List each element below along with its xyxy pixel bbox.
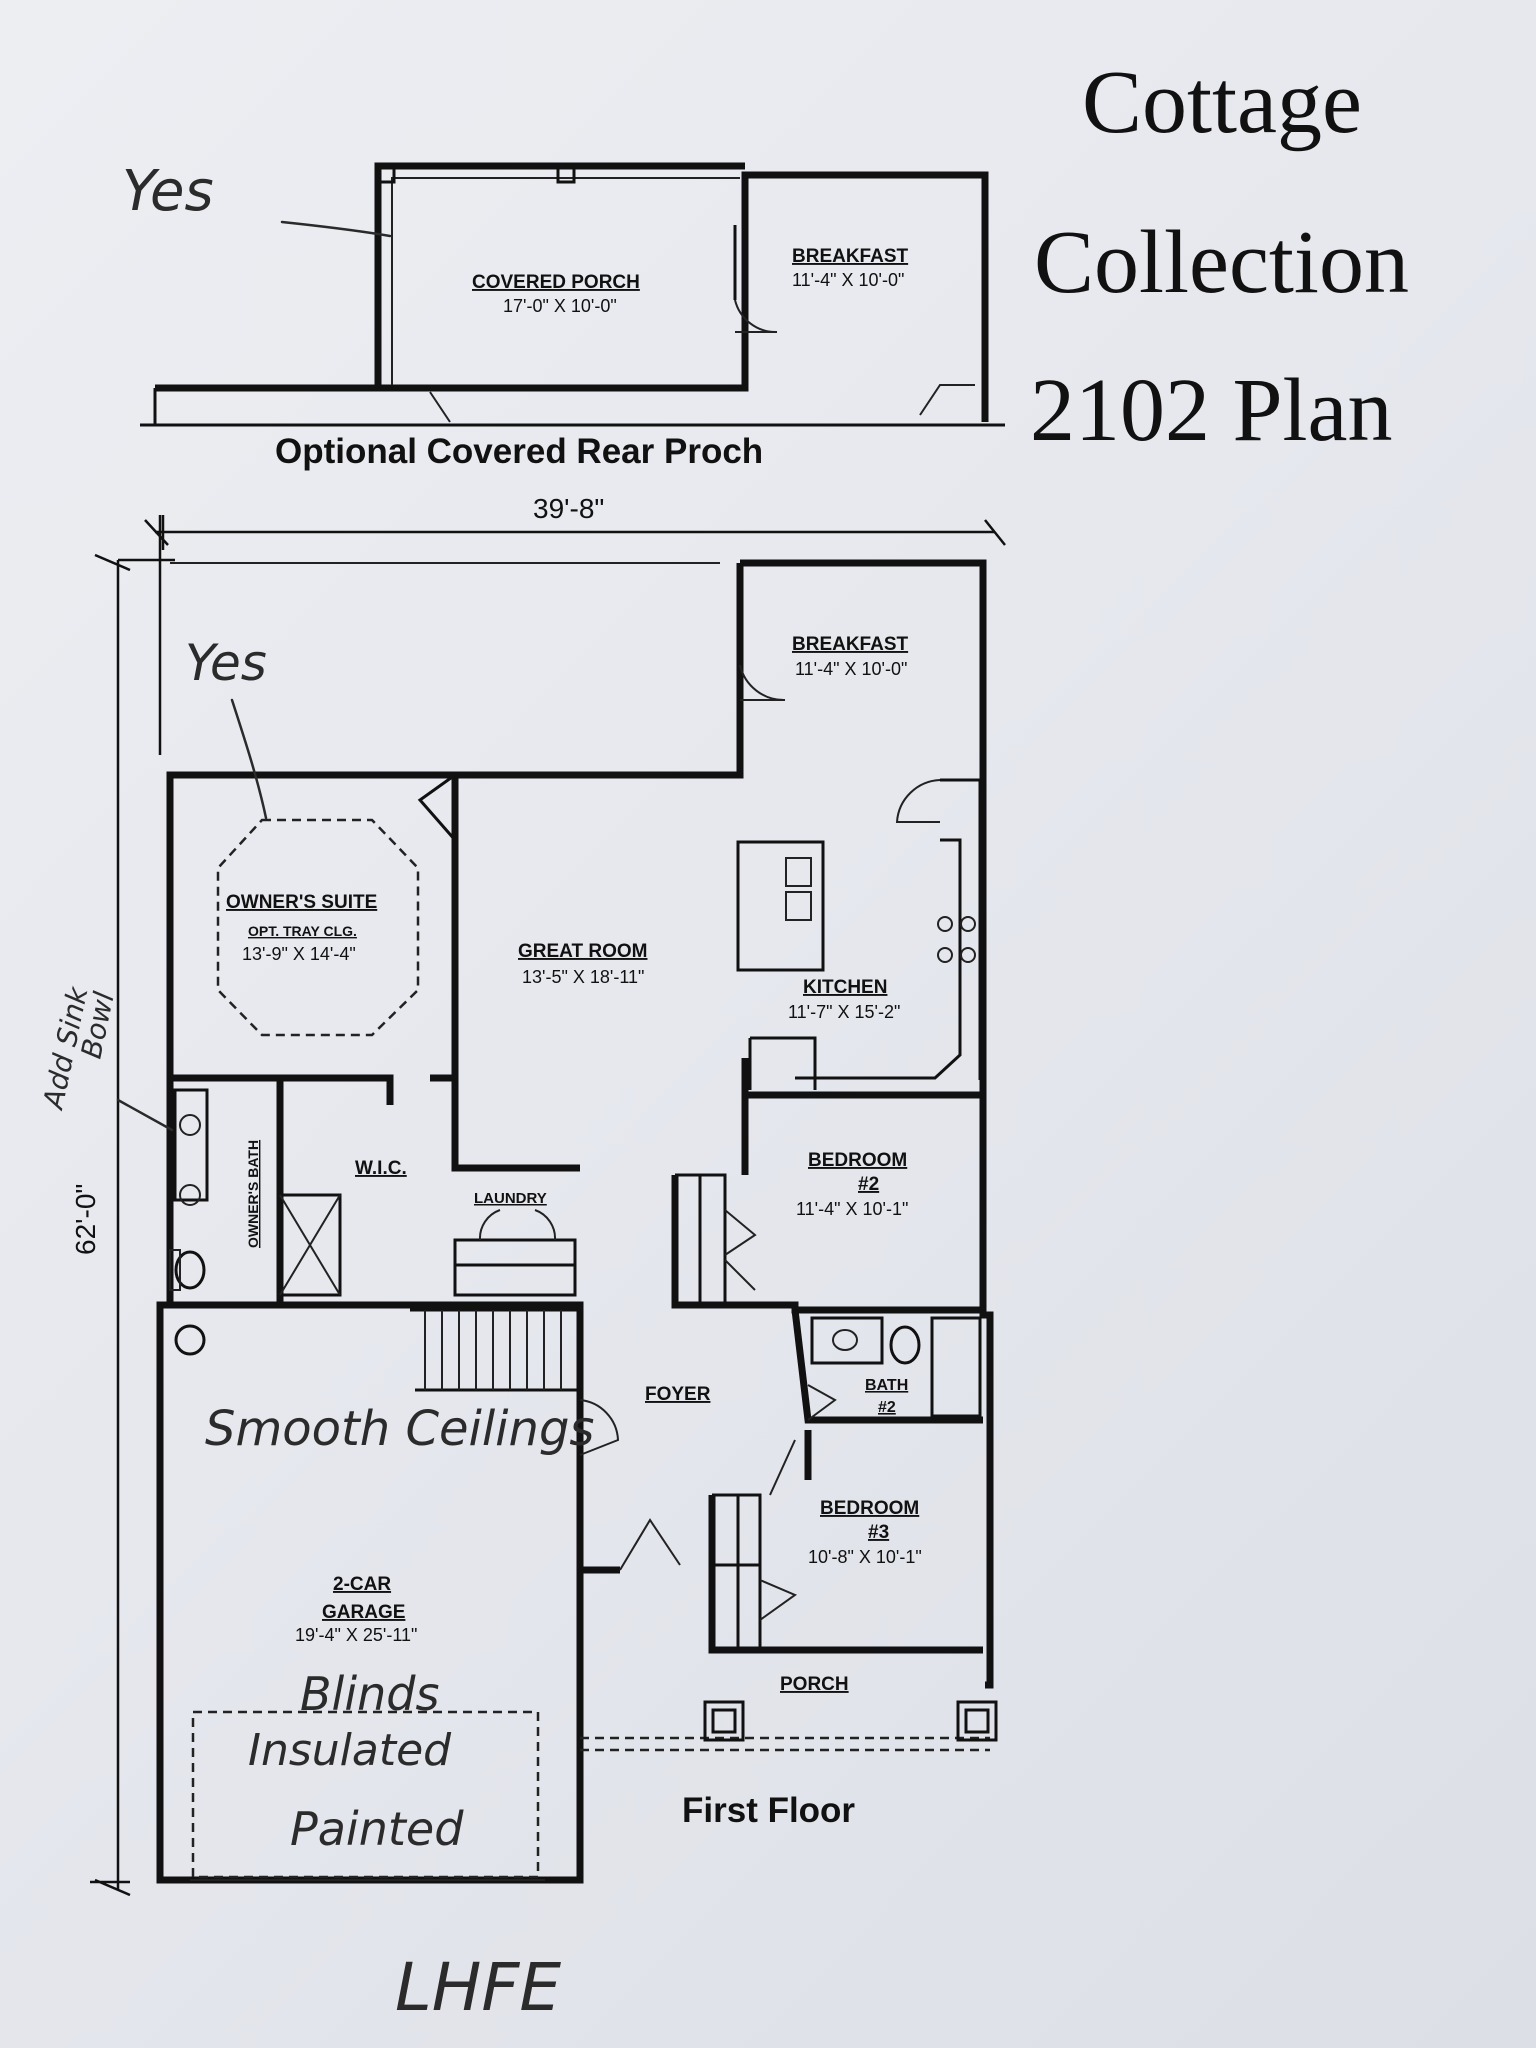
note-blinds: Blinds	[300, 1667, 439, 1721]
optional-porch-drawing: COVERED PORCH 17'-0" X 10'-0" BREAKFAST …	[140, 162, 1005, 471]
bedroom3-number: #3	[868, 1522, 889, 1543]
foyer-label: FOYER	[645, 1384, 711, 1405]
owners-suite-label: OWNER'S SUITE	[226, 892, 377, 913]
opt-breakfast-label: BREAKFAST	[792, 246, 909, 267]
garage-size: 19'-4" X 25'-11"	[295, 1625, 417, 1645]
dimension-lines: 39'-8" 62'-0"	[70, 493, 1006, 1897]
optional-porch-caption: Optional Covered Rear Proch	[275, 432, 763, 471]
note-painted: Painted	[290, 1802, 464, 1856]
breakfast-label: BREAKFAST	[792, 634, 909, 655]
porch-label: PORCH	[780, 1674, 849, 1695]
owners-suite-size: 13'-9" X 14'-4"	[242, 944, 356, 964]
width-dimension: 39'-8"	[533, 493, 604, 524]
first-floor-plan: BREAKFAST 11'-4" X 10'-0" OWNER'S SUITE …	[156, 559, 998, 1884]
kitchen-label: KITCHEN	[803, 977, 887, 998]
bedroom3-size: 10'-8" X 10'-1"	[808, 1547, 922, 1567]
bedroom3-label: BEDROOM	[820, 1498, 919, 1519]
title-line-2: Collection	[1034, 213, 1409, 312]
note-yes-porch: Yes	[122, 159, 214, 224]
owners-suite-note: OPT. TRAY CLG.	[248, 923, 357, 939]
kitchen-size: 11'-7" X 15'-2"	[788, 1002, 900, 1022]
depth-dimension: 62'-0"	[70, 1184, 101, 1255]
bath2-label: BATH	[865, 1377, 908, 1394]
title-line-3: 2102 Plan	[1030, 361, 1393, 460]
note-insulated: Insulated	[248, 1725, 452, 1776]
breakfast-size: 11'-4" X 10'-0"	[795, 659, 907, 679]
plan-title: Cottage Collection 2102 Plan	[1030, 53, 1409, 460]
garage-label-1: 2-CAR	[333, 1574, 391, 1595]
wic-label: W.I.C.	[355, 1158, 407, 1179]
great-room-label: GREAT ROOM	[518, 941, 647, 962]
title-line-1: Cottage	[1082, 53, 1362, 152]
bedroom2-label: BEDROOM	[808, 1150, 907, 1171]
note-lhfe: LHFE	[395, 1949, 561, 2026]
note-smooth-ceilings: Smooth Ceilings	[205, 1401, 594, 1457]
laundry-label: LAUNDRY	[474, 1190, 547, 1207]
bedroom2-size: 11'-4" X 10'-1"	[796, 1199, 908, 1219]
opt-covered-porch-label: COVERED PORCH	[472, 272, 640, 293]
garage-label-2: GARAGE	[322, 1602, 405, 1623]
bedroom2-number: #2	[858, 1174, 879, 1195]
note-yes-suite: Yes	[185, 634, 267, 692]
owners-bath-label: OWNER'S BATH	[245, 1140, 261, 1248]
great-room-size: 13'-5" X 18'-11"	[522, 967, 644, 987]
opt-covered-porch-size: 17'-0" X 10'-0"	[503, 296, 617, 316]
first-floor-caption: First Floor	[682, 1791, 855, 1830]
handwritten-notes: Yes Yes Add Sink Bowl Smooth Ceilings Bl…	[36, 159, 594, 2026]
bath2-number: #2	[878, 1399, 896, 1416]
opt-breakfast-size: 11'-4" X 10'-0"	[792, 270, 904, 290]
